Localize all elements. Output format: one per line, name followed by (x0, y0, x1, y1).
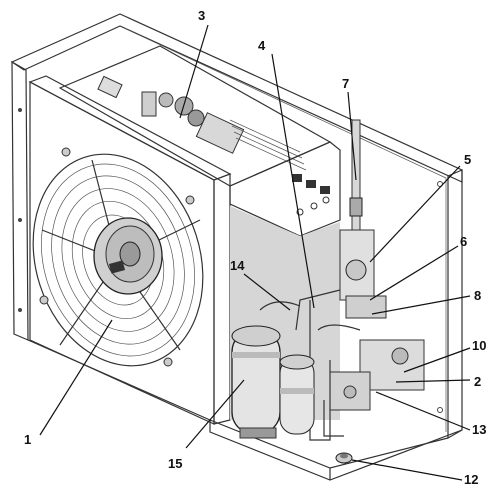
compressor (231, 325, 281, 439)
callout-10: 10 (472, 338, 486, 353)
callout-14: 14 (230, 258, 245, 273)
callout-3: 3 (198, 8, 205, 23)
callout-8: 8 (474, 288, 481, 303)
callout-labels: 1 3 4 7 5 6 8 10 2 13 12 14 15 (24, 8, 486, 487)
drain-outlet (335, 452, 353, 464)
valve-assembly (329, 229, 425, 411)
callout-4: 4 (258, 38, 266, 53)
callout-6: 6 (460, 234, 467, 249)
callout-5: 5 (464, 152, 471, 167)
electrical-box (229, 141, 341, 237)
callout-7: 7 (342, 76, 349, 91)
leader-lines (39, 24, 471, 481)
callout-2: 2 (474, 374, 481, 389)
callout-1: 1 (24, 432, 31, 447)
callout-15: 15 (168, 456, 182, 471)
callout-12: 12 (464, 472, 478, 487)
fan-motor (93, 217, 163, 295)
liquid-receiver (279, 354, 315, 435)
callout-13: 13 (472, 422, 486, 437)
